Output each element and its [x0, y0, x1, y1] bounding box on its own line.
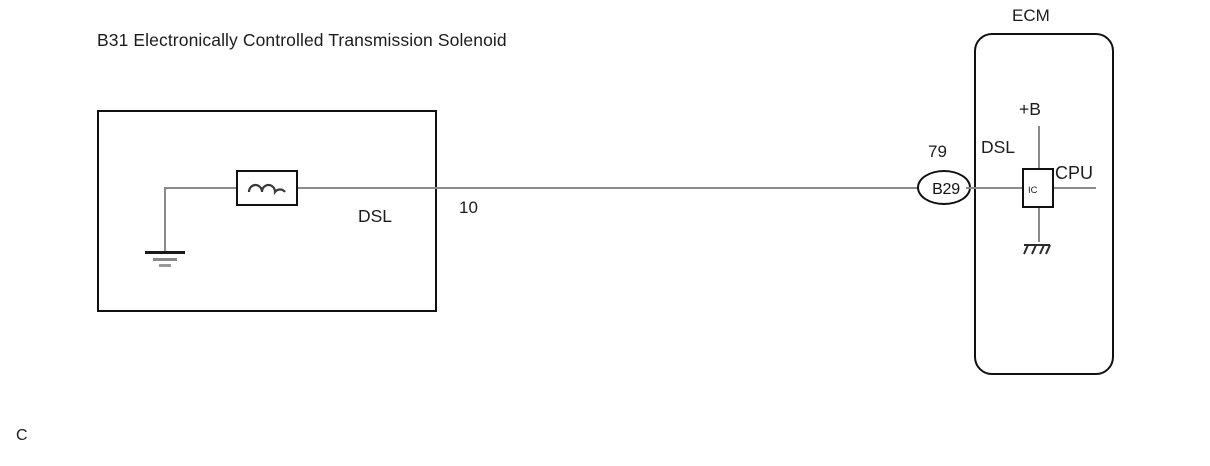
connector-pin-number-label: 79 [928, 142, 947, 161]
wire-segment-main [298, 187, 932, 189]
wire-segment-power-plusb [1038, 126, 1040, 168]
ground-symbol-bar-1 [145, 251, 185, 254]
wire-segment-ground-stem [164, 187, 166, 251]
ground-symbol-bar-3 [159, 264, 171, 267]
solenoid-component-box [97, 110, 437, 312]
connector-b29[interactable]: B29 [917, 170, 971, 205]
ecm-cpu-label: CPU [1055, 163, 1094, 183]
page-title: B31 Electronically Controlled Transmissi… [97, 30, 507, 50]
ecm-terminal-label-dsl: DSL [981, 137, 1016, 157]
solenoid-coil-icon [247, 183, 286, 196]
wire-number-label: 10 [459, 198, 478, 217]
connector-b29-label: B29 [932, 180, 960, 198]
wire-segment-ecm-input [966, 187, 1026, 189]
solenoid-coil-box [236, 170, 298, 206]
ecm-power-label: +B [1019, 99, 1041, 119]
chassis-ground-icon [1023, 244, 1051, 255]
solenoid-terminal-label-dsl: DSL [358, 206, 393, 226]
wire-segment-ic-ground [1038, 208, 1040, 242]
ground-symbol-bar-2 [153, 258, 177, 261]
page-letter: C [16, 427, 28, 444]
ecm-ic-label: IC [1028, 185, 1038, 196]
wire-segment-coil-left [164, 187, 238, 189]
wire-segment-ic-to-cpu [1052, 187, 1096, 189]
ecm-ic-box [1022, 168, 1054, 208]
ecm-title-label: ECM [1012, 6, 1050, 25]
